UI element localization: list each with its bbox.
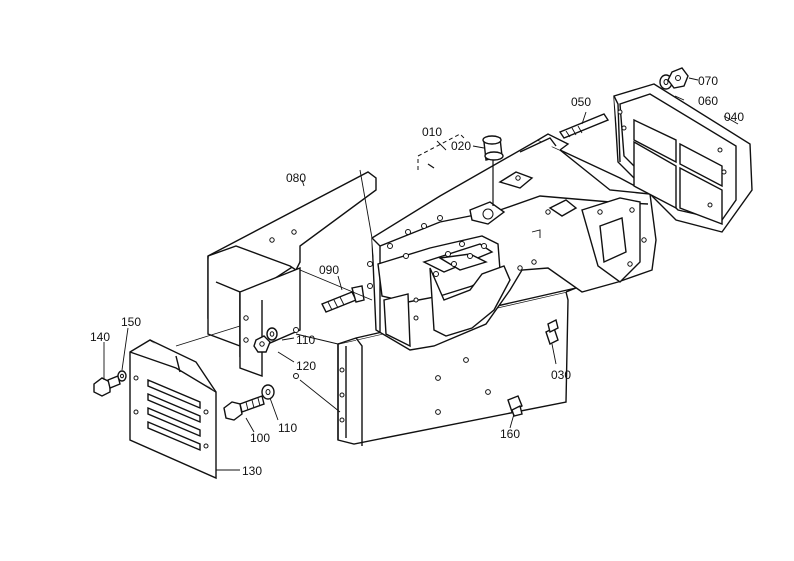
washer-110-lower: [261, 384, 275, 400]
grille-plate-130: [129, 339, 217, 480]
label-030[interactable]: 030: [551, 368, 571, 382]
plug-020: [482, 135, 504, 206]
bolt-100: [223, 395, 265, 421]
plug-160: [507, 395, 523, 417]
label-140[interactable]: 140: [90, 330, 110, 344]
label-120[interactable]: 120: [296, 359, 316, 373]
bolt-140: [93, 375, 121, 397]
label-080[interactable]: 080: [286, 171, 306, 185]
leader-lines: [103, 77, 739, 471]
label-110-upper[interactable]: 110: [296, 333, 315, 347]
bolt-090: [321, 285, 365, 313]
washer-110-upper: [266, 327, 278, 341]
label-070[interactable]: 070: [698, 74, 718, 88]
label-050[interactable]: 050: [571, 95, 591, 109]
main-housing-010: [367, 133, 657, 351]
label-040[interactable]: 040: [724, 110, 744, 124]
part-labels: 010 020 030 040 050 060 070 080 090 100 …: [90, 74, 744, 478]
label-160[interactable]: 160: [500, 427, 520, 441]
label-020[interactable]: 020: [451, 139, 471, 153]
label-130[interactable]: 130: [242, 464, 262, 478]
nut-120: [253, 335, 271, 353]
bracket-010-dashed: [417, 133, 467, 170]
label-110-lower[interactable]: 110: [278, 421, 297, 435]
fitting-030: [545, 318, 559, 345]
washer-150: [117, 370, 127, 382]
nut-070: [667, 67, 689, 89]
label-150[interactable]: 150: [121, 315, 141, 329]
label-060[interactable]: 060: [698, 94, 718, 108]
label-010[interactable]: 010: [422, 125, 442, 139]
stud-bolt-050: [558, 113, 610, 139]
label-100[interactable]: 100: [250, 431, 270, 445]
weight-040: [613, 83, 753, 233]
tick-010: [427, 163, 435, 169]
front-bracket-080: [207, 171, 377, 379]
label-090[interactable]: 090: [319, 263, 339, 277]
